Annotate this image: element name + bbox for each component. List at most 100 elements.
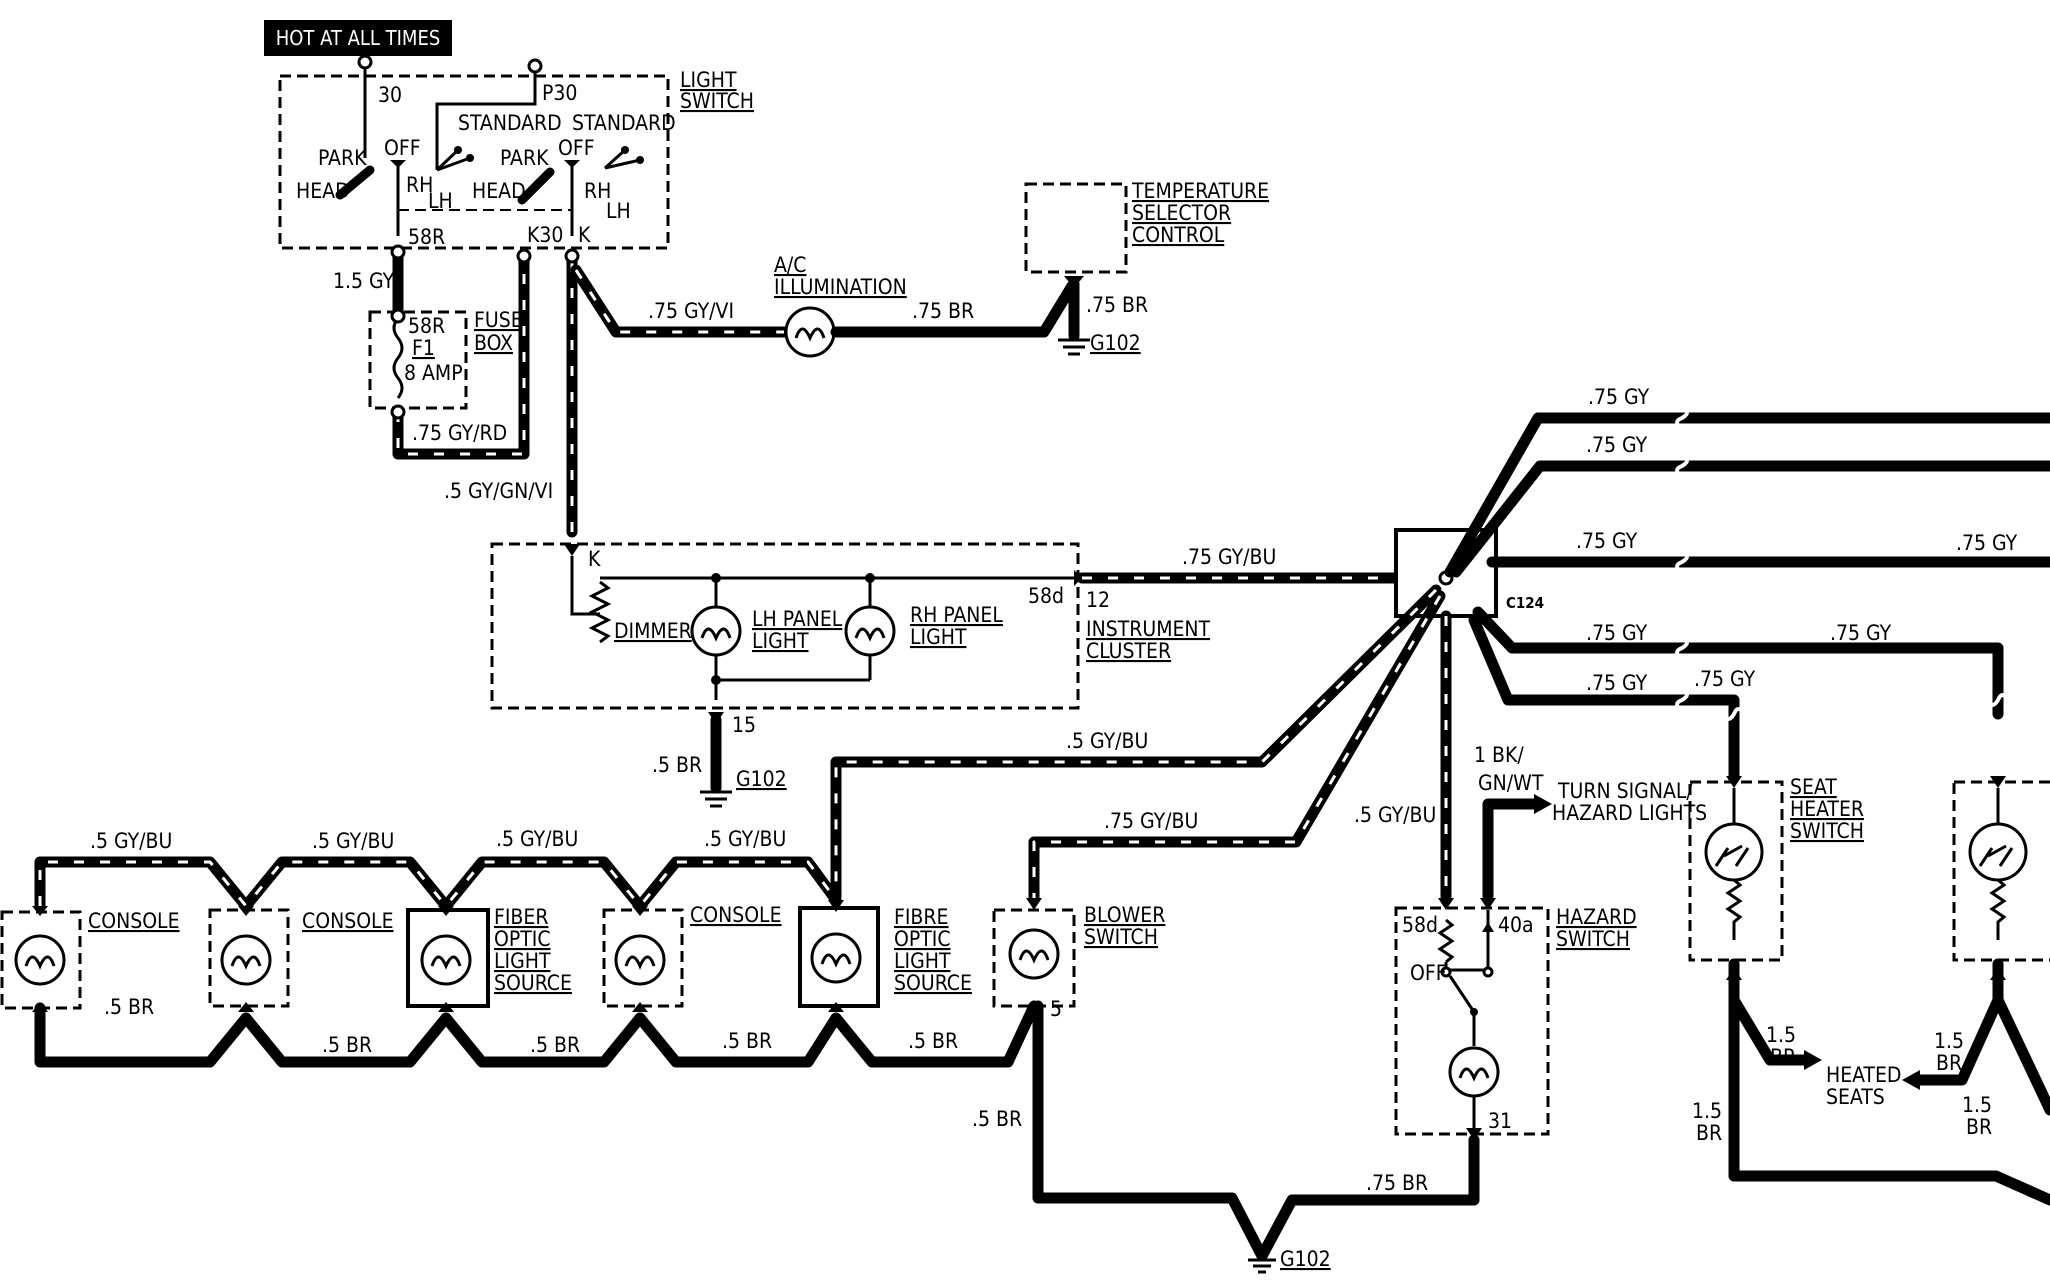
temp-selector-label-3: CONTROL — [1132, 223, 1225, 247]
wire-k-to-ac — [570, 264, 790, 338]
hazard-off: OFF — [1410, 961, 1447, 985]
blower-label-2: SWITCH — [1084, 925, 1158, 949]
terminal-k: K — [578, 223, 591, 247]
wire-label-75br-hazard: .75 BR — [1366, 1171, 1428, 1195]
heated-seats-label-1: HEATED — [1826, 1063, 1901, 1087]
console-label-3: CONSOLE — [690, 903, 782, 927]
head-left: HEAD — [296, 179, 350, 203]
wire-label-15br-d2: BR — [1966, 1115, 1992, 1139]
wire-label-75br-ac: .75 BR — [912, 299, 974, 323]
fuse-f1: F1 — [412, 336, 435, 360]
cluster-title-2: CLUSTER — [1086, 639, 1171, 663]
wire-connector-to-fibre — [830, 584, 1442, 902]
ac-illumination-label-2: ILLUMINATION — [774, 275, 907, 299]
rh-right: RH — [584, 179, 611, 203]
wire-label-75gy-3: .75 GY — [1576, 529, 1638, 553]
wire-label-bot-3: .5 BR — [530, 1033, 580, 1057]
wire-label-75gybu-blower: .75 GY/BU — [1104, 809, 1198, 833]
wire-label-15br-d: 1.5 — [1962, 1093, 1992, 1117]
lh-panel-label-2: LIGHT — [752, 629, 809, 653]
wire-label-75br-temp: .75 BR — [1086, 293, 1148, 317]
wire-label-75gy-5: .75 GY — [1586, 671, 1648, 695]
gy-feed-4 — [1472, 606, 2010, 720]
ground-g102-bottom: G102 — [1280, 1247, 1331, 1271]
wire-label-75gy-5b: .75 GY — [1694, 667, 1756, 691]
wire-label-75gybu-cluster: .75 GY/BU — [1182, 545, 1276, 569]
fuse-8amp: 8 AMP — [404, 361, 463, 385]
wire-connector-to-blower — [1028, 590, 1446, 904]
park-left: PARK — [318, 146, 367, 170]
hazard-terminal-31: 31 — [1488, 1109, 1512, 1133]
fiber-optic-light-source-1: FIBER OPTIC LIGHT SOURCE — [406, 905, 572, 1012]
temp-selector-label-1: TEMPERATURE — [1131, 179, 1269, 203]
ground-g102-cluster: G102 — [736, 767, 787, 791]
lh-panel-label-1: LH PANEL — [752, 607, 843, 631]
dimmer-label: DIMMER — [614, 619, 692, 643]
ground-g102-ac: G102 — [1090, 331, 1141, 355]
terminal-k30: K30 — [527, 223, 563, 247]
terminal-58r: 58R — [408, 225, 445, 249]
wire-label-75gy-4r: .75 GY — [1830, 621, 1892, 645]
seat-heater-label-1: SEAT — [1790, 775, 1837, 799]
cluster-pin-15: 15 — [732, 713, 756, 737]
hazard-switch: 58d 40a OFF 31 HAZARD SWITCH — [1394, 898, 1637, 1140]
fiber-label-3: LIGHT — [494, 949, 551, 973]
wire-58r-to-fuse — [390, 244, 406, 324]
wire-label-15br-a2: BR — [1770, 1045, 1796, 1069]
blower-pin-5: 5 — [1050, 997, 1062, 1021]
wire-label-15br-a: 1.5 — [1766, 1023, 1796, 1047]
wire-label-75gy-2: .75 GY — [1586, 433, 1648, 457]
wire-label-top-1: .5 GY/BU — [90, 829, 172, 853]
fuse-box-title-2: BOX — [474, 331, 513, 355]
bottom-ground-run: .5 BR .75 BR G102 — [972, 1000, 1480, 1274]
seat-heater-label-2: HEATER — [1790, 797, 1864, 821]
wire-label-1bk: 1 BK/ — [1474, 743, 1524, 767]
wire-label-5gybu-hazard: .5 GY/BU — [1354, 803, 1436, 827]
cluster-title-1: INSTRUMENT — [1086, 617, 1211, 641]
fuse-box-title-1: FUSE — [474, 308, 523, 332]
light-switch: LIGHT SWITCH 30 P30 STANDARD STANDARD PA… — [278, 54, 754, 250]
instrument-cluster: K 58d 12 DIMMER LH PANEL LIGHT RH PANEL … — [490, 542, 1211, 710]
console-light-1: CONSOLE — [0, 906, 180, 1012]
wire-ac-to-temp — [830, 280, 1078, 338]
fuse-58r: 58R — [408, 314, 445, 338]
cluster-pin-12: 12 — [1086, 588, 1110, 612]
rh-panel-label-1: RH PANEL — [910, 603, 1003, 627]
wire-label-15br-b: 1.5 — [1934, 1029, 1964, 1053]
fibre-optic-light-source-2: FIBRE OPTIC LIGHT SOURCE — [798, 900, 972, 1012]
wire-label-15br-c2: BR — [1696, 1121, 1722, 1145]
wire-label-15gy: 1.5 GY — [333, 269, 395, 293]
wire-label-15br-b2: BR — [1936, 1051, 1962, 1075]
light-switch-title-2: SWITCH — [680, 89, 754, 113]
fiber-label-4: SOURCE — [494, 971, 572, 995]
fibre-label-1: FIBRE — [894, 905, 948, 929]
seat-heater-switch-left: SEAT HEATER SWITCH — [1688, 775, 1864, 962]
gy-feed-5 — [1468, 614, 1746, 784]
cluster-ground: 15 .5 BR G102 — [652, 712, 787, 808]
console-light-2: CONSOLE — [208, 906, 394, 1012]
wire-label-75gy-1: .75 GY — [1588, 385, 1650, 409]
wire-label-15br-c: 1.5 — [1692, 1099, 1722, 1123]
wire-label-5gybu-fibre: .5 GY/BU — [1066, 729, 1148, 753]
hazard-terminal-58d: 58d — [1402, 913, 1438, 937]
ac-illumination-label-1: A/C — [774, 253, 806, 277]
wire-label-top-3: .5 GY/BU — [496, 827, 578, 851]
wire-label-gnwt: GN/WT — [1478, 771, 1544, 795]
console-label-2: CONSOLE — [302, 909, 394, 933]
hazard-label-2: SWITCH — [1556, 927, 1630, 951]
rh-panel-label-2: LIGHT — [910, 625, 967, 649]
temperature-selector-control: TEMPERATURE SELECTOR CONTROL .75 BR G102 — [1024, 179, 1269, 356]
connector-label: C124 — [1506, 594, 1544, 612]
turn-signal-label-2: HAZARD LIGHTS — [1552, 801, 1707, 825]
blower-switch: BLOWER SWITCH 5 — [992, 898, 1165, 1021]
head-right: HEAD — [472, 179, 526, 203]
ac-illumination: A/C ILLUMINATION — [774, 253, 907, 358]
wire-label-5br-cluster: .5 BR — [652, 753, 702, 777]
cluster-terminal-58d: 58d — [1028, 584, 1064, 608]
hazard-terminal-40a: 40a — [1498, 913, 1534, 937]
seat-heater-br-wires: 1.5 BR 1.5 BR 1.5 BR 1.5 BR HEATED SEATS — [1692, 958, 2050, 1206]
terminal-30: 30 — [378, 83, 402, 107]
wire-label-5gygnvi: .5 GY/GN/VI — [444, 479, 553, 503]
hot-at-all-times-banner: HOT AT ALL TIMES — [264, 20, 452, 56]
